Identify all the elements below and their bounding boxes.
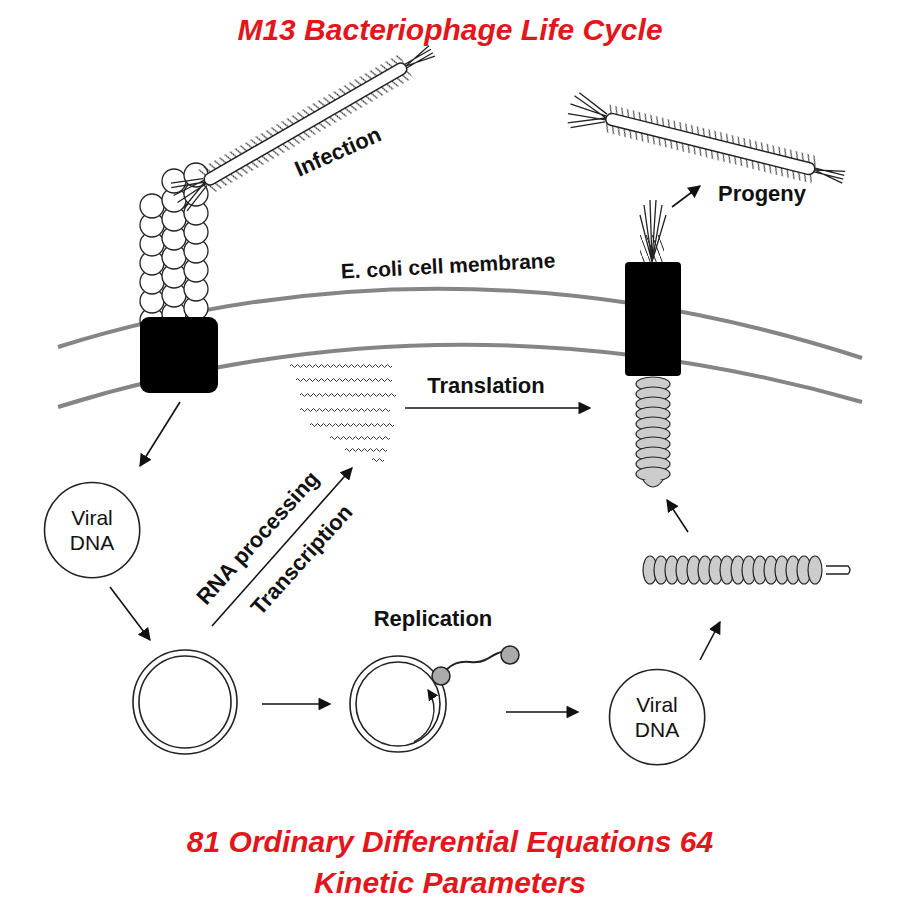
node-text-holder: Viral DNA <box>622 692 692 742</box>
mrna-strand <box>300 394 396 397</box>
phage-progeny <box>565 91 848 194</box>
coil-end <box>643 480 663 487</box>
coat-sphere <box>140 194 164 218</box>
dsdna-circle <box>133 650 237 754</box>
mrna-strand <box>300 409 390 412</box>
replication-end <box>501 646 519 664</box>
dna-circle: Viral DNA <box>43 481 141 579</box>
title: M13 Bacteriophage Life Cycle <box>237 10 662 51</box>
label-holder: Infection <box>291 121 385 182</box>
circle-outline <box>43 481 141 579</box>
caption: 81 Ordinary Differential Equations 64 Ki… <box>140 822 760 903</box>
label-holder: Replication <box>374 606 493 632</box>
circle-shape <box>44 482 139 577</box>
text-label: Infection <box>291 121 385 182</box>
mrna-strand <box>330 437 390 440</box>
coil-tail <box>826 566 850 574</box>
mrna-strand <box>296 379 392 382</box>
coil-in-pore <box>636 377 670 487</box>
node-text: Viral DNA <box>622 692 692 742</box>
circle-outline <box>608 668 706 766</box>
text-label: Progeny <box>718 181 806 207</box>
label-holder: Progeny <box>718 181 806 207</box>
mrna-strand <box>372 459 384 462</box>
mrna-strand <box>290 365 392 368</box>
ssdna-coil <box>643 556 850 584</box>
text-label: Replication <box>374 606 493 632</box>
assembly-pore <box>625 200 681 376</box>
membrane-pore <box>140 317 218 393</box>
phage-infecting <box>168 37 440 213</box>
coat-protein-stack <box>140 163 208 332</box>
label-holder: Translation <box>427 373 544 399</box>
label-holder: E. coli cell membrane <box>340 248 556 283</box>
label-holder: M13 Bacteriophage Life Cycle <box>237 10 662 51</box>
mrna-strand <box>345 449 387 452</box>
replicating-circle <box>350 652 510 752</box>
flow-arrows <box>110 186 720 712</box>
node-text-holder: Viral DNA <box>57 505 127 555</box>
mrna-strand <box>310 424 394 427</box>
coil-turn <box>808 556 822 584</box>
label-holder: 81 Ordinary Differential Equations 64 Ki… <box>140 822 760 903</box>
node-text: Viral DNA <box>57 505 127 555</box>
text-label: Translation <box>427 373 544 399</box>
mrna-strands <box>290 365 396 462</box>
coil-turn <box>636 467 670 481</box>
dna-circle: Viral DNA <box>608 668 706 766</box>
circle-shape <box>609 669 704 764</box>
text-label: E. coli cell membrane <box>340 248 556 283</box>
replication-fork <box>432 667 450 685</box>
